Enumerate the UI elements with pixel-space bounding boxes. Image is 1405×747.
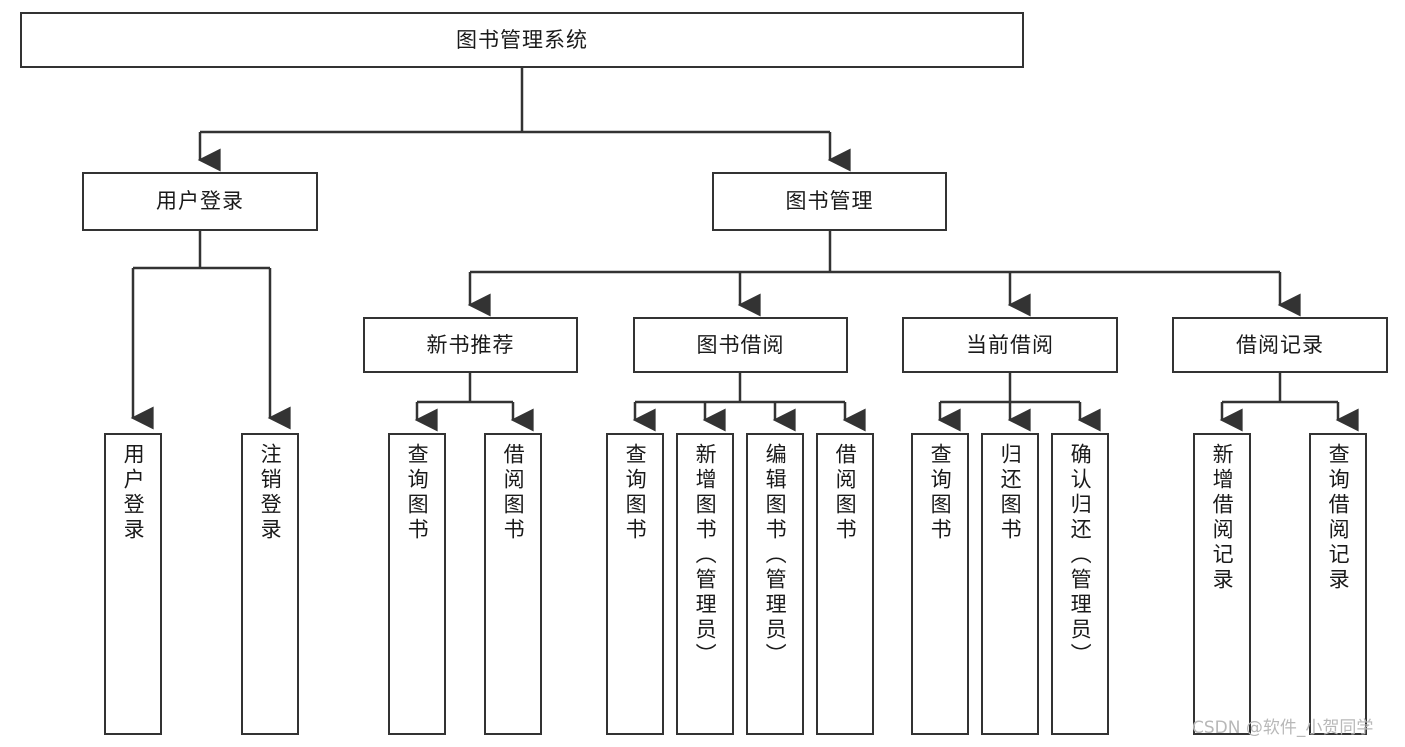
node-book-management[interactable]: 图书管理: [712, 172, 947, 231]
csdn-watermark: CSDN @软件_小贺同学: [1192, 718, 1374, 738]
node-leaf-user-login-label: 用户登录: [121, 443, 146, 543]
node-leaf-query-book-2[interactable]: 查询图书: [606, 433, 664, 735]
node-root[interactable]: 图书管理系统: [20, 12, 1024, 68]
node-leaf-borrow-book-2[interactable]: 借阅图书: [816, 433, 874, 735]
node-leaf-add-book[interactable]: 新增图书（管理员）: [676, 433, 734, 735]
node-leaf-return-book-label: 归还图书: [998, 443, 1023, 543]
node-leaf-user-login[interactable]: 用户登录: [104, 433, 162, 735]
node-new-book-recommend[interactable]: 新书推荐: [363, 317, 578, 373]
node-new-book-recommend-label: 新书推荐: [426, 332, 515, 357]
node-leaf-confirm-return-label: 确认归还（管理员）: [1068, 443, 1093, 668]
node-borrow-record-label: 借阅记录: [1236, 332, 1324, 357]
node-leaf-query-book-1-label: 查询图书: [405, 443, 430, 543]
node-leaf-query-book-1[interactable]: 查询图书: [388, 433, 446, 735]
node-book-borrow[interactable]: 图书借阅: [633, 317, 848, 373]
node-leaf-query-book-2-label: 查询图书: [623, 443, 648, 543]
node-leaf-edit-book-label: 编辑图书（管理员）: [763, 443, 788, 668]
node-leaf-borrow-book-1-label: 借阅图书: [501, 443, 526, 543]
node-leaf-add-record[interactable]: 新增借阅记录: [1193, 433, 1251, 735]
node-user-login[interactable]: 用户登录: [82, 172, 318, 231]
node-leaf-logout[interactable]: 注销登录: [241, 433, 299, 735]
node-leaf-query-record-label: 查询借阅记录: [1326, 443, 1351, 593]
node-leaf-borrow-book-2-label: 借阅图书: [833, 443, 858, 543]
node-current-borrow[interactable]: 当前借阅: [902, 317, 1118, 373]
node-book-borrow-label: 图书借阅: [696, 332, 785, 357]
node-leaf-query-book-3[interactable]: 查询图书: [911, 433, 969, 735]
node-leaf-add-record-label: 新增借阅记录: [1210, 443, 1235, 593]
node-current-borrow-label: 当前借阅: [966, 332, 1054, 357]
node-leaf-query-record[interactable]: 查询借阅记录: [1309, 433, 1367, 735]
node-borrow-record[interactable]: 借阅记录: [1172, 317, 1388, 373]
node-leaf-edit-book[interactable]: 编辑图书（管理员）: [746, 433, 804, 735]
node-leaf-confirm-return[interactable]: 确认归还（管理员）: [1051, 433, 1109, 735]
node-book-management-label: 图书管理: [785, 189, 874, 214]
node-root-label: 图书管理系统: [456, 27, 588, 52]
node-leaf-return-book[interactable]: 归还图书: [981, 433, 1039, 735]
node-leaf-add-book-label: 新增图书（管理员）: [693, 443, 718, 668]
node-leaf-logout-label: 注销登录: [258, 443, 283, 543]
node-leaf-borrow-book-1[interactable]: 借阅图书: [484, 433, 542, 735]
node-leaf-query-book-3-label: 查询图书: [928, 443, 953, 543]
node-user-login-label: 用户登录: [156, 189, 244, 214]
